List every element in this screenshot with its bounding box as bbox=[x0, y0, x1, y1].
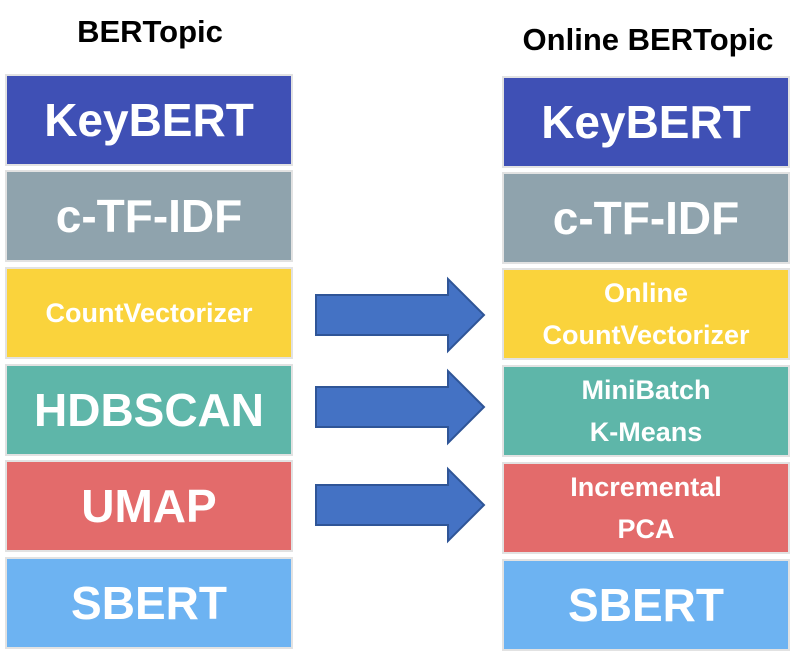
ctfidf-block: c-TF-IDF bbox=[5, 170, 293, 262]
keybert-block: KeyBERT bbox=[5, 74, 293, 166]
right-arrow-icon bbox=[315, 368, 486, 446]
keybert-block: KeyBERT bbox=[502, 76, 790, 168]
right-arrow-icon bbox=[315, 276, 486, 354]
umap-block: UMAP bbox=[5, 460, 293, 552]
online-bertopic-title: Online BERTopic bbox=[522, 22, 774, 57]
bertopic-title: BERTopic bbox=[77, 14, 223, 49]
countvectorizer-block: CountVectorizer bbox=[5, 267, 293, 359]
ctfidf-block: c-TF-IDF bbox=[502, 172, 790, 264]
minibatch-kmeans-block: MiniBatch K-Means bbox=[502, 365, 790, 457]
online-countvectorizer-block: Online CountVectorizer bbox=[502, 268, 790, 360]
sbert-block: SBERT bbox=[502, 559, 790, 651]
hdbscan-block: HDBSCAN bbox=[5, 364, 293, 456]
sbert-block: SBERT bbox=[5, 557, 293, 649]
right-arrow-icon bbox=[315, 466, 486, 544]
incremental-pca-block: Incremental PCA bbox=[502, 462, 790, 554]
